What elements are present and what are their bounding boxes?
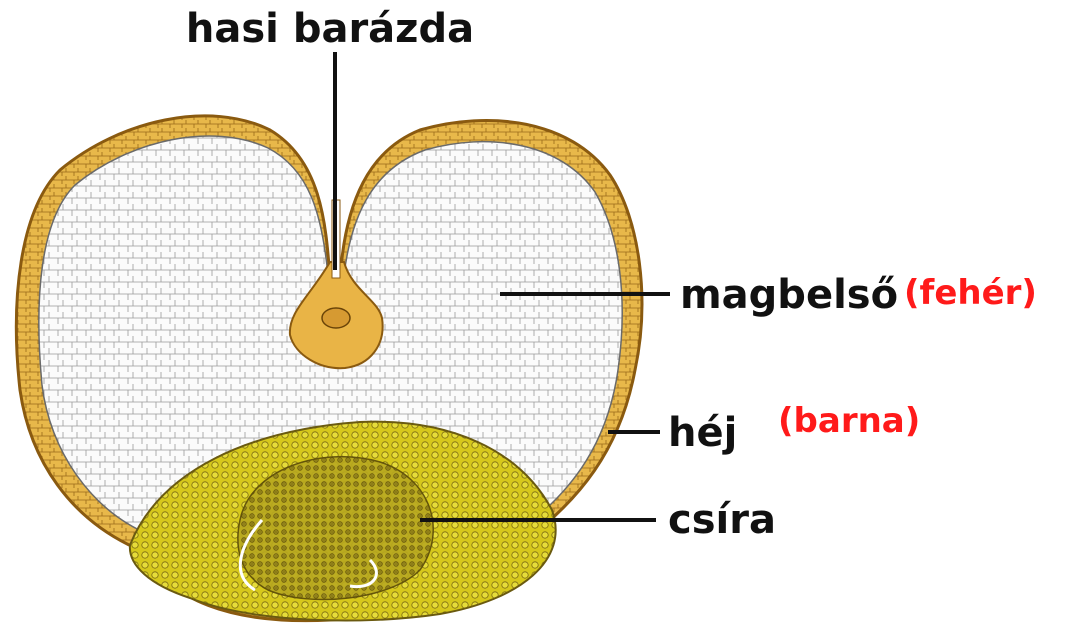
label-ventral-groove: hasi barázda — [186, 6, 474, 52]
label-seed-coat-color: (barna) — [778, 401, 920, 441]
label-germ: csíra — [668, 497, 776, 543]
groove-center — [322, 308, 350, 328]
label-seed-coat: héj — [668, 410, 737, 456]
label-endosperm: magbelső — [680, 272, 898, 318]
label-endosperm-color: (fehér) — [904, 273, 1037, 313]
